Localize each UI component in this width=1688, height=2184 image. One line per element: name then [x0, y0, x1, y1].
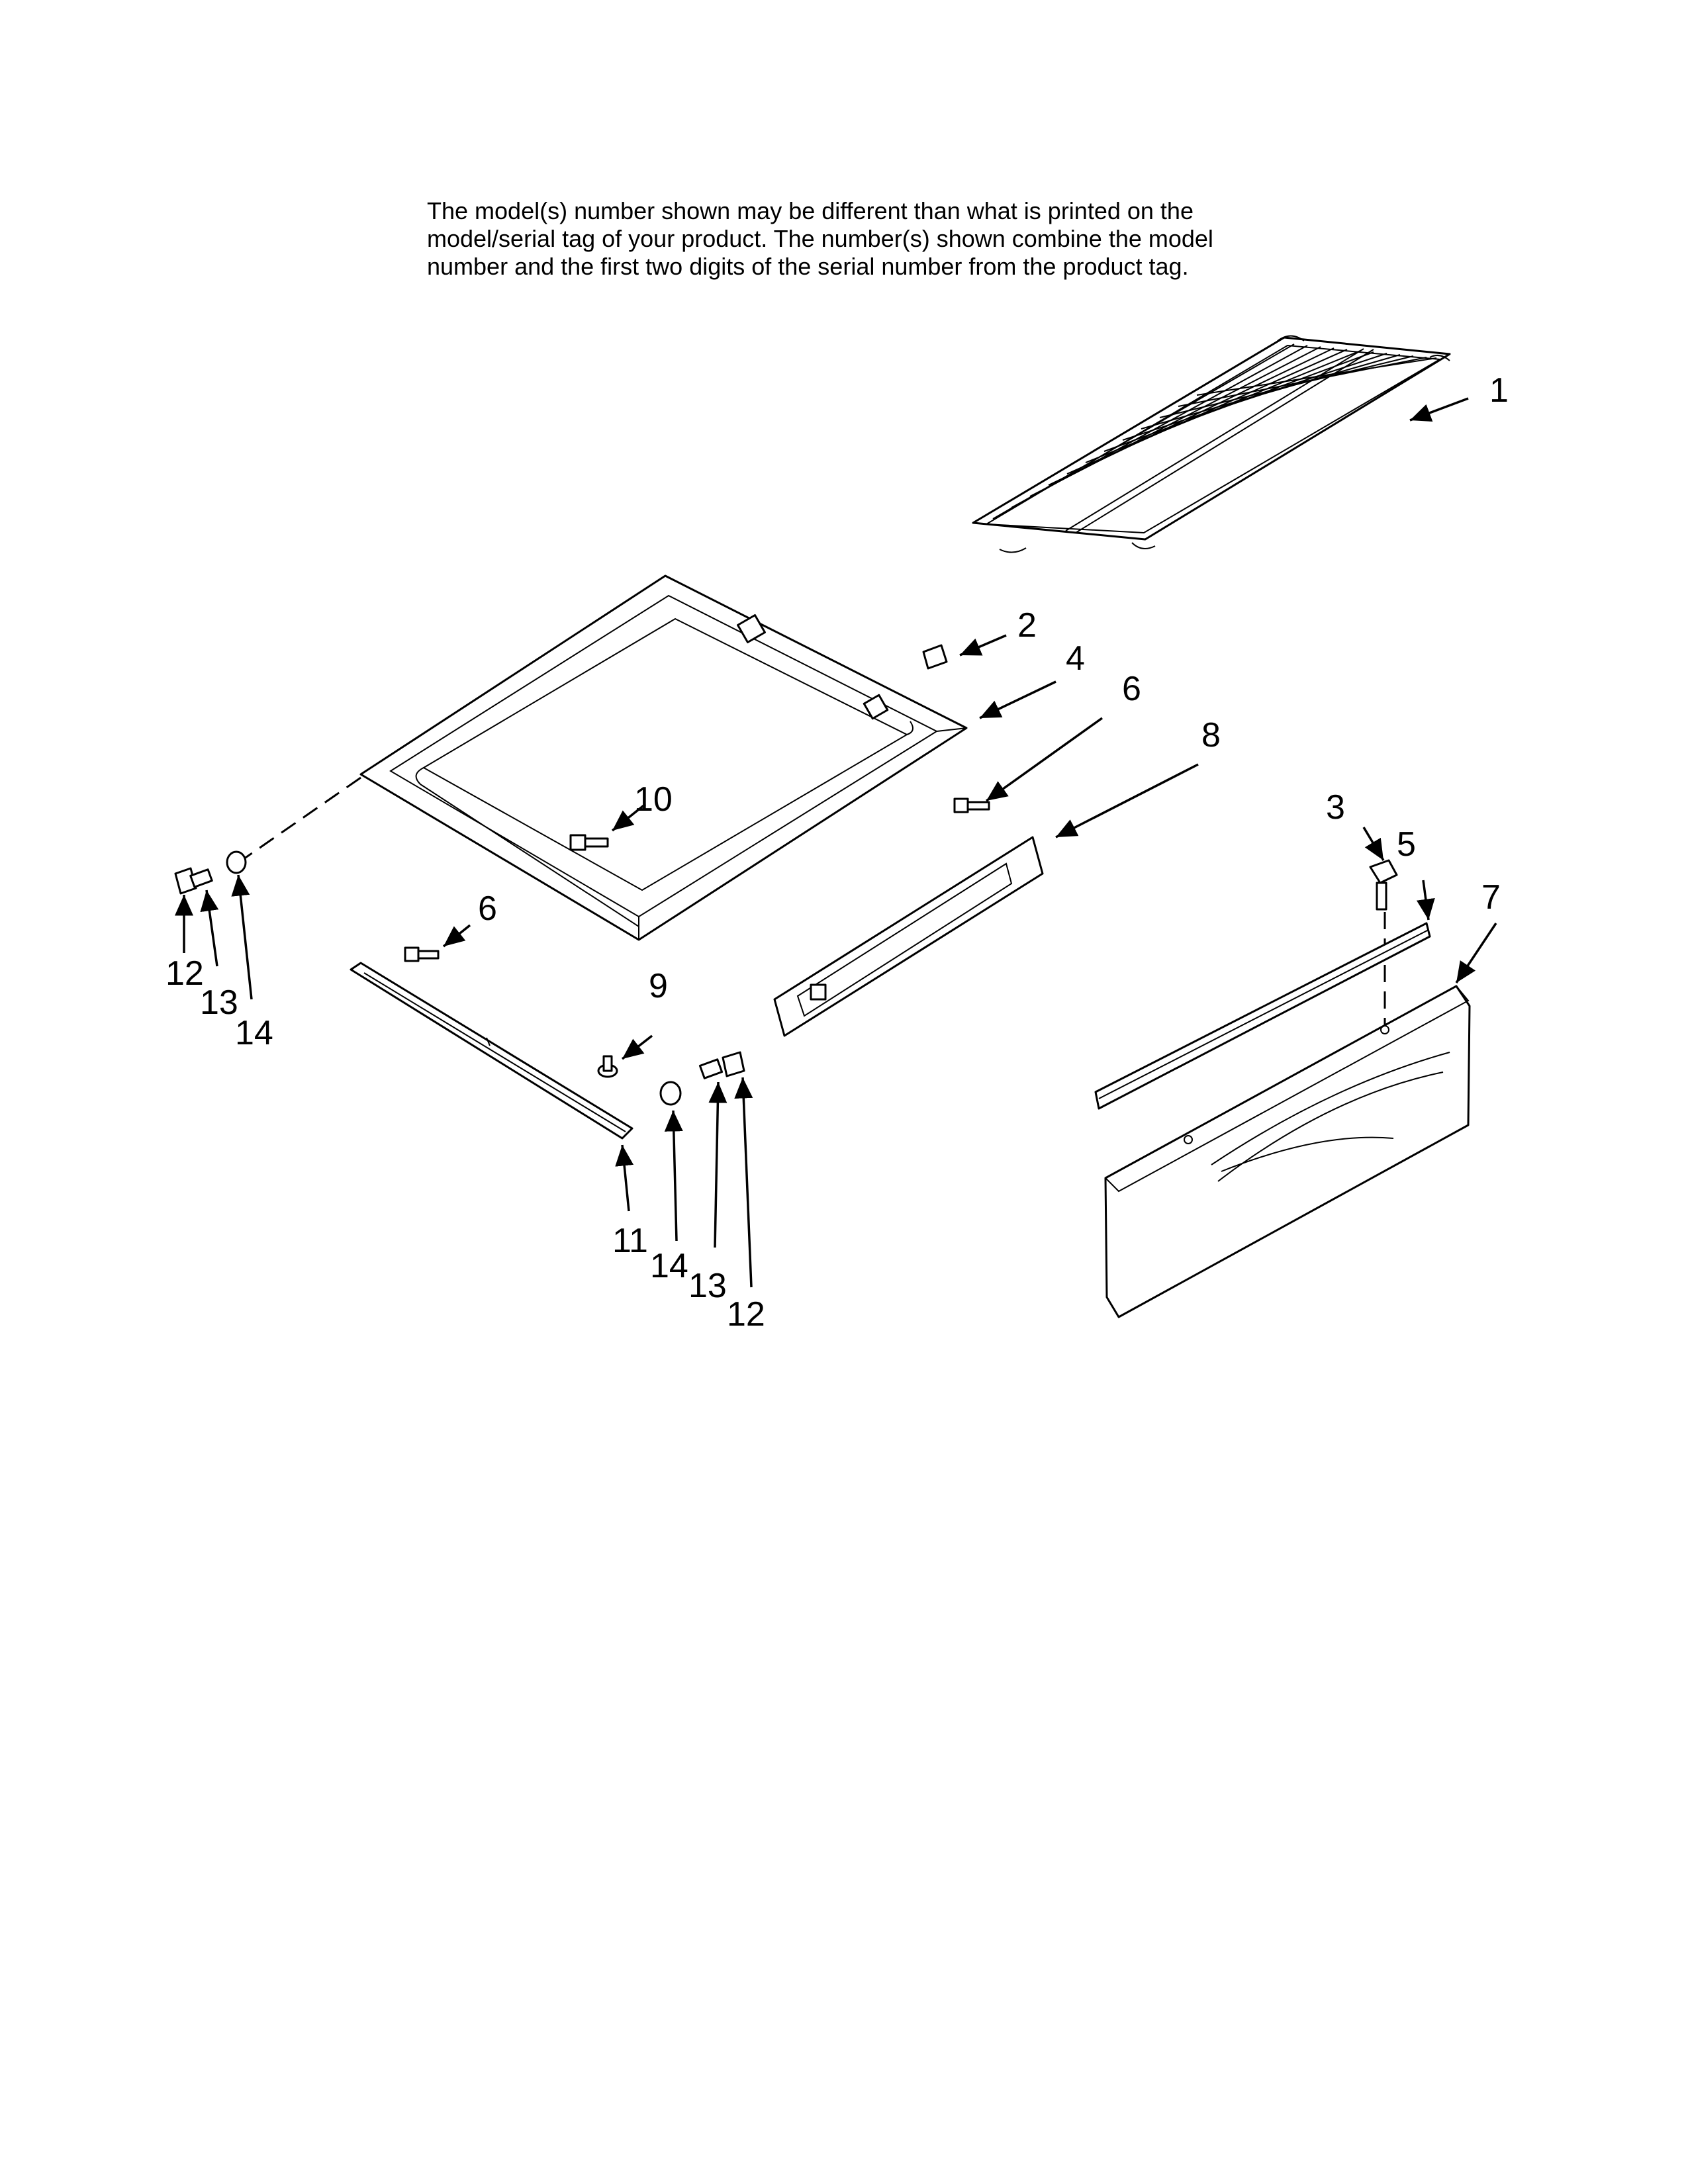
callout-3: 3	[1326, 788, 1345, 827]
disclaimer-line-2: model/serial tag of your product. The nu…	[427, 225, 1213, 252]
callout-13-right: 13	[688, 1267, 727, 1305]
callout-5: 5	[1397, 825, 1416, 864]
callout-12-left: 12	[165, 954, 204, 993]
part-3-screw	[1369, 859, 1398, 911]
part-6-screw-b	[404, 946, 440, 962]
callout-14-left: 14	[235, 1014, 273, 1052]
part-2-clip	[922, 644, 948, 670]
callout-6-left: 6	[478, 889, 497, 928]
callout-2: 2	[1017, 606, 1037, 645]
part-5-trim-strip	[1094, 922, 1431, 1110]
callout-11: 11	[612, 1222, 648, 1260]
part-8-bracket	[773, 836, 1044, 1037]
part-10-screw	[569, 834, 609, 851]
disclaimer-text: The model(s) number shown may be differe…	[427, 197, 1354, 281]
parts-12-13-14-left	[174, 850, 247, 895]
part-4-drawer-pan	[359, 574, 968, 941]
parts-12-13-14-right	[659, 1051, 745, 1106]
part-7-drawer-panel	[1104, 985, 1471, 1318]
callout-6-right: 6	[1122, 670, 1141, 708]
callout-9: 9	[649, 967, 668, 1005]
leader-lines	[175, 397, 1497, 1288]
callout-13-left: 13	[200, 983, 238, 1022]
part-1-oven-rack	[972, 335, 1451, 553]
callout-10: 10	[634, 780, 673, 819]
callout-1: 1	[1489, 371, 1509, 410]
part-9-bumper	[597, 1055, 618, 1078]
disclaimer-line-1: The model(s) number shown may be differe…	[427, 197, 1194, 224]
callout-4: 4	[1066, 639, 1085, 678]
disclaimer-line-3: number and the first two digits of the s…	[427, 253, 1189, 280]
callout-8: 8	[1201, 716, 1221, 754]
part-11-rail	[350, 962, 633, 1140]
part-6-screw-a	[953, 797, 990, 813]
callout-7: 7	[1481, 878, 1501, 917]
callout-14-right: 14	[650, 1247, 688, 1285]
callout-12-right: 12	[727, 1295, 765, 1334]
